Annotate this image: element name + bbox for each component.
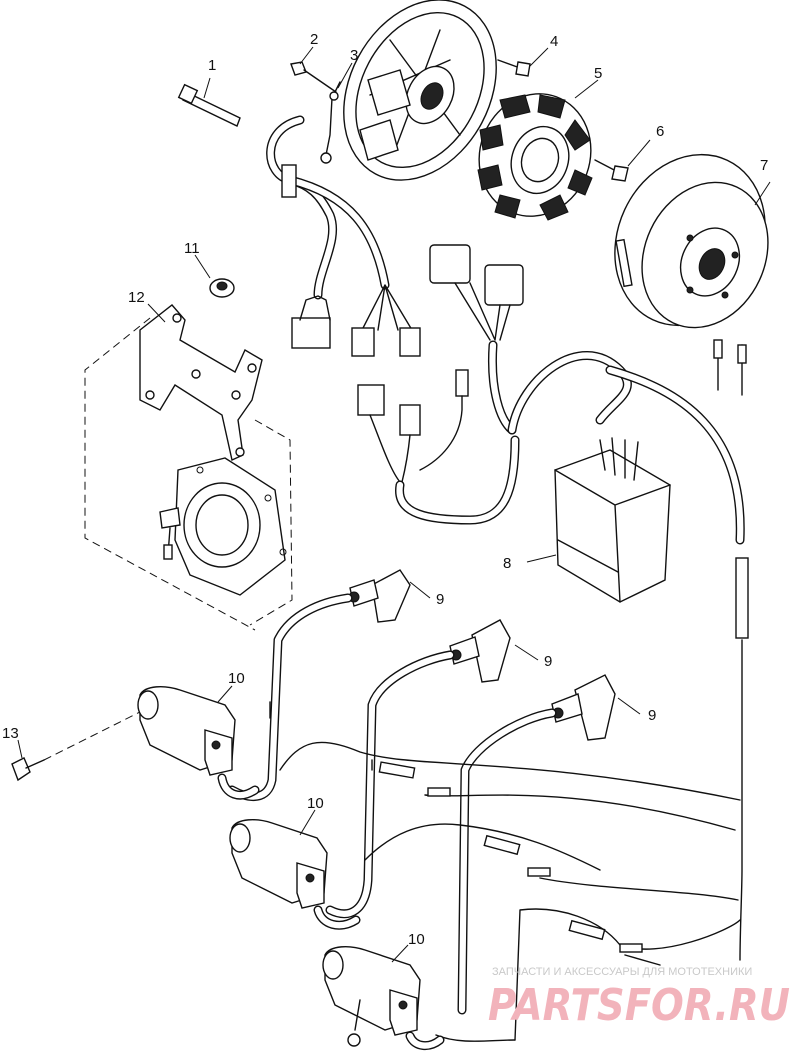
watermark: ЗАПЧАСТИ И АКСЕССУАРЫ ДЛЯ МОТОТЕХНИКИ PA… bbox=[488, 966, 790, 1031]
part-3-ground-lead bbox=[320, 62, 353, 164]
part-12-bracket bbox=[139, 303, 263, 461]
callout-12: 12 bbox=[128, 289, 145, 306]
engine-case-reference bbox=[84, 317, 293, 631]
stator-base-plate bbox=[343, 0, 497, 181]
callout-13: 13 bbox=[2, 725, 19, 742]
part-6-bolt bbox=[594, 139, 651, 182]
primary-wires bbox=[279, 741, 741, 1042]
callout-3: 3 bbox=[350, 47, 358, 64]
callout-10c: 10 bbox=[408, 931, 425, 948]
part-8-voltage-regulator bbox=[526, 437, 671, 603]
callout-4: 4 bbox=[550, 33, 558, 50]
callout-2: 2 bbox=[310, 31, 318, 48]
part-1-cable-tie bbox=[177, 77, 241, 127]
callout-10a: 10 bbox=[228, 670, 245, 687]
callout-9a: 9 bbox=[436, 591, 444, 608]
watermark-tagline: ЗАПЧАСТИ И АКСЕССУАРЫ ДЛЯ МОТОТЕХНИКИ bbox=[492, 966, 752, 978]
part-10-ignition-coil-1 bbox=[137, 685, 260, 800]
main-output-cable bbox=[735, 557, 749, 961]
part-4-bolt bbox=[497, 47, 549, 77]
part-10-ignition-coil-2 bbox=[229, 809, 361, 930]
part-2-screw bbox=[290, 46, 337, 93]
callout-10b: 10 bbox=[307, 795, 324, 812]
part-10-ignition-coil-3 bbox=[322, 944, 445, 1050]
part-9-spark-plug-cap-3 bbox=[551, 674, 641, 741]
callout-labels: 1 2 3 4 5 6 7 8 9 9 9 10 10 10 11 12 13 bbox=[2, 31, 768, 948]
callout-1: 1 bbox=[208, 57, 216, 74]
part-5-stator-coil bbox=[477, 79, 599, 221]
watermark-logo: PARTSFOR.RU bbox=[488, 980, 790, 1031]
part-9-spark-plug-cap-1 bbox=[348, 569, 431, 623]
callout-11: 11 bbox=[184, 240, 200, 257]
regulator-connectors bbox=[429, 244, 747, 545]
part-11-nut bbox=[194, 254, 235, 298]
callout-8: 8 bbox=[503, 555, 511, 572]
part-13-screw bbox=[11, 711, 141, 782]
callout-7: 7 bbox=[760, 157, 768, 174]
callout-9c: 9 bbox=[648, 707, 656, 724]
part-7-flywheel bbox=[614, 153, 771, 329]
callout-6: 6 bbox=[656, 123, 664, 140]
callout-9b: 9 bbox=[544, 653, 552, 670]
part-9-spark-plug-cap-2 bbox=[449, 619, 539, 683]
stator-wire-harness bbox=[266, 115, 520, 525]
callout-5: 5 bbox=[594, 65, 602, 82]
